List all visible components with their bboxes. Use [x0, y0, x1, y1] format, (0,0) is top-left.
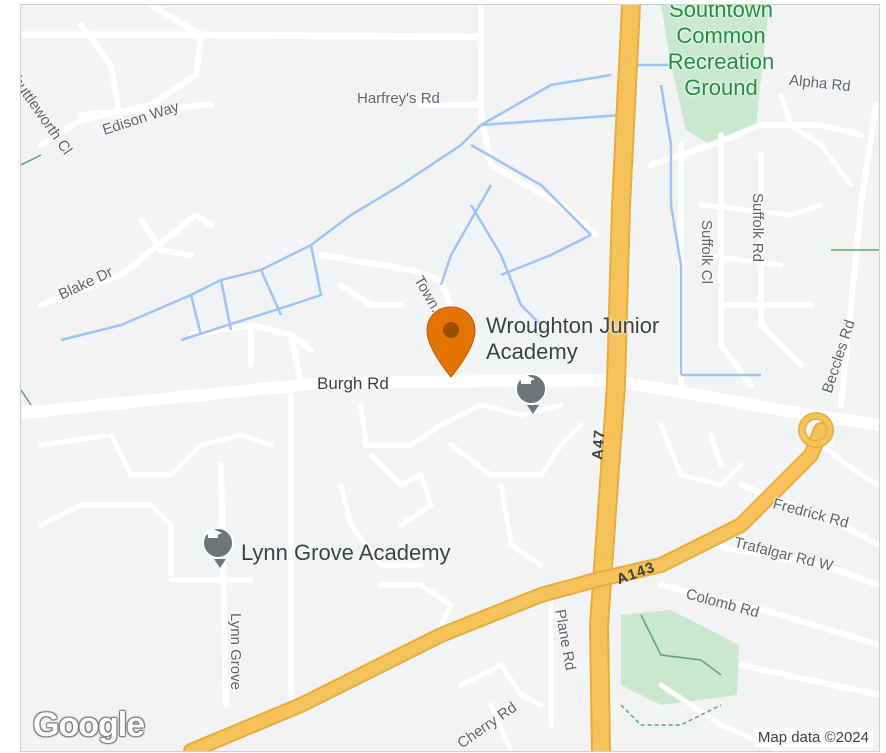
park-label: Southtown Common Recreation Ground	[667, 4, 775, 100]
school-icon[interactable]	[515, 373, 547, 414]
school-icon[interactable]	[202, 527, 234, 568]
footpath-dashed	[620, 704, 722, 726]
minor-roads	[21, 5, 879, 751]
poi-label-wroughton[interactable]: Wroughton Junior Academy	[486, 313, 706, 365]
graduation-cap-glyph	[204, 529, 222, 538]
map-pin-icon[interactable]	[424, 305, 478, 379]
road-label-lynn-grove: Lynn Grove	[227, 613, 244, 690]
poi-name: Wroughton Junior Academy	[486, 313, 660, 364]
major-roads	[183, 5, 834, 751]
graduation-cap-glyph	[517, 375, 535, 384]
map-canvas[interactable]: Southtown Common Recreation Ground Alpha…	[20, 4, 880, 752]
road-label-suffolk-cl: Suffolk Cl	[698, 220, 715, 284]
road-label-harfreys: Harfrey's Rd	[357, 90, 440, 107]
map-attribution[interactable]: Map data ©2024	[753, 728, 873, 747]
road-label-burgh: Burgh Rd	[317, 374, 389, 393]
waterways	[60, 63, 761, 377]
highway-label-a47: A47	[589, 428, 609, 461]
park-area	[661, 5, 769, 145]
map-base-layer	[21, 5, 879, 751]
footpaths	[21, 154, 879, 676]
google-logo: Google	[33, 706, 145, 744]
poi-label-lynn-grove-academy[interactable]: Lynn Grove Academy	[241, 540, 451, 565]
road-label-suffolk-rd: Suffolk Rd	[749, 193, 766, 262]
